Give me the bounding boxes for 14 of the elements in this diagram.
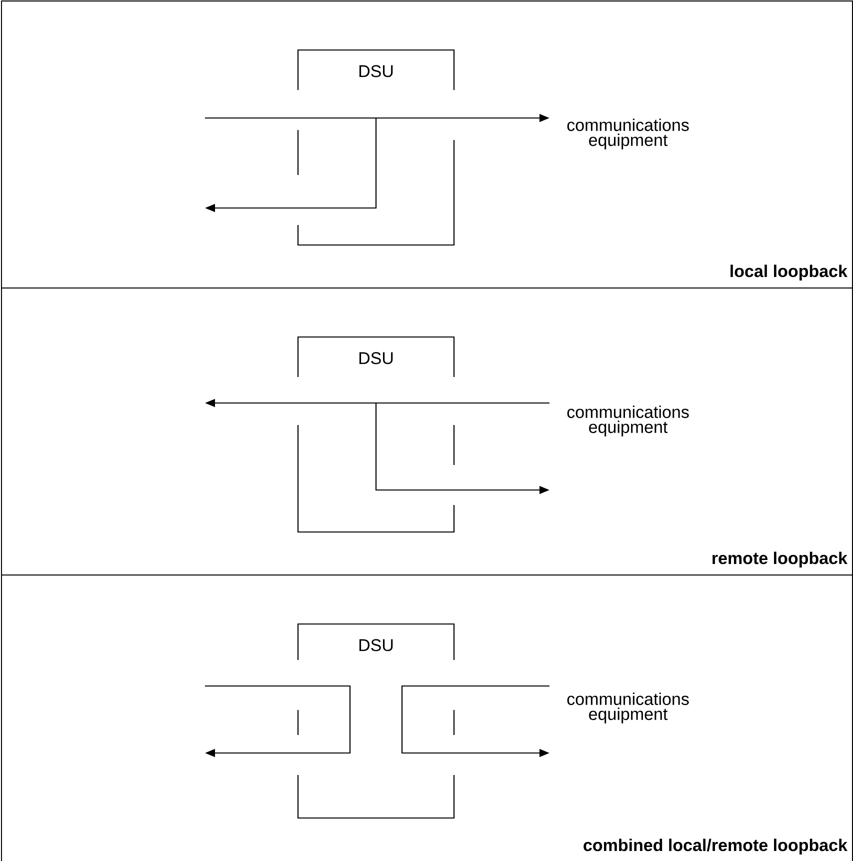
panel-box — [1, 0, 853, 288]
device-box: DSU — [297, 623, 455, 819]
panel-title: local loopback — [730, 264, 848, 281]
device-label: communications equipment — [567, 118, 689, 150]
device-label: communications equipment — [567, 692, 689, 724]
panel-box — [1, 288, 853, 576]
line — [205, 685, 351, 720]
panel-box — [1, 574, 853, 861]
line — [401, 685, 550, 720]
device-label: communications equipment — [567, 406, 689, 436]
panel-title: remote loopback — [712, 552, 848, 568]
device-box: DSU — [297, 49, 455, 246]
panel-title: combined local/remote loopback — [584, 838, 848, 855]
device-box: DSU — [297, 336, 455, 533]
